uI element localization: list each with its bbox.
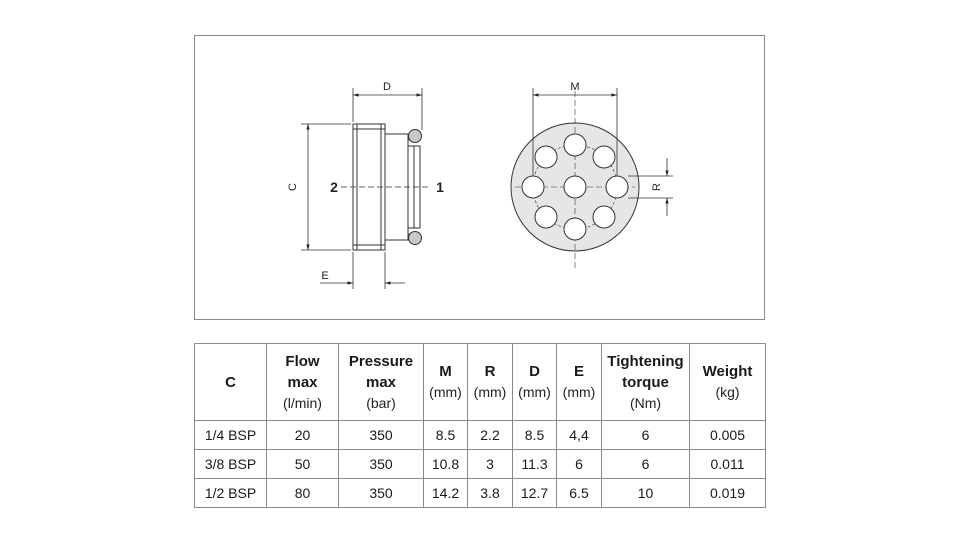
header-c: C — [194, 343, 267, 421]
dimension-D-label: D — [383, 81, 391, 93]
dimension-E-label: E — [321, 270, 328, 282]
header-weight: Weight (kg) — [689, 343, 766, 421]
cell-c: 3/8 BSP — [194, 449, 267, 479]
dimension-D — [352, 88, 423, 130]
cell-flow: 20 — [266, 420, 339, 450]
header-flow-max: Flow max (l/min) — [266, 343, 339, 421]
dimension-C — [301, 123, 351, 251]
cell-d: 12.7 — [512, 478, 557, 508]
specification-table: C Flow max (l/min) Pressure max (bar) M … — [194, 343, 766, 508]
cell-r: 3.8 — [467, 478, 513, 508]
side-view — [341, 123, 431, 251]
o-ring-bottom — [408, 231, 422, 245]
cell-d: 8.5 — [512, 420, 557, 450]
dimension-R — [628, 158, 673, 216]
cell-pressure: 350 — [338, 449, 424, 479]
cell-e: 4,4 — [556, 420, 602, 450]
cell-d: 11.3 — [512, 449, 557, 479]
cell-pressure: 350 — [338, 478, 424, 508]
cell-weight: 0.011 — [689, 449, 766, 479]
hole — [521, 175, 545, 199]
header-e: E (mm) — [556, 343, 602, 421]
dimension-E — [320, 252, 405, 289]
table-row: 1/4 BSP 20 350 8.5 2.2 8.5 4,4 6 0.005 — [194, 420, 766, 450]
hole — [592, 205, 616, 229]
cell-m: 10.8 — [423, 449, 468, 479]
cell-r: 3 — [467, 449, 513, 479]
cell-m: 14.2 — [423, 478, 468, 508]
cell-flow: 80 — [266, 478, 339, 508]
hole — [592, 145, 616, 169]
hole — [563, 175, 587, 199]
dimension-M-label: M — [570, 81, 579, 93]
port-label-outlet: 1 — [436, 179, 444, 195]
technical-drawing: D C E 2 1 — [194, 35, 765, 320]
cell-r: 2.2 — [467, 420, 513, 450]
cell-weight: 0.019 — [689, 478, 766, 508]
header-m: M (mm) — [423, 343, 468, 421]
cell-e: 6.5 — [556, 478, 602, 508]
table-header-row: C Flow max (l/min) Pressure max (bar) M … — [194, 343, 766, 421]
hole — [534, 205, 558, 229]
front-view — [510, 91, 640, 268]
cell-weight: 0.005 — [689, 420, 766, 450]
cell-flow: 50 — [266, 449, 339, 479]
port-label-inlet: 2 — [330, 179, 338, 195]
o-ring-top — [408, 129, 422, 143]
header-pressure-max: Pressure max (bar) — [338, 343, 424, 421]
table-row: 3/8 BSP 50 350 10.8 3 11.3 6 6 0.011 — [194, 449, 766, 479]
cell-pressure: 350 — [338, 420, 424, 450]
header-tightening-torque: Tightening torque (Nm) — [601, 343, 690, 421]
dimension-M — [532, 88, 618, 176]
dimension-C-label: C — [287, 183, 299, 191]
cell-c: 1/2 BSP — [194, 478, 267, 508]
cell-torque: 10 — [601, 478, 690, 508]
cell-torque: 6 — [601, 449, 690, 479]
cell-c: 1/4 BSP — [194, 420, 267, 450]
hole — [534, 145, 558, 169]
header-d: D (mm) — [512, 343, 557, 421]
cell-m: 8.5 — [423, 420, 468, 450]
dimension-R-label: R — [651, 183, 663, 191]
cell-torque: 6 — [601, 420, 690, 450]
table-row: 1/2 BSP 80 350 14.2 3.8 12.7 6.5 10 0.01… — [194, 478, 766, 508]
cell-e: 6 — [556, 449, 602, 479]
hole — [605, 175, 629, 199]
header-r: R (mm) — [467, 343, 513, 421]
hole — [563, 133, 587, 157]
drawing-svg: D C E 2 1 — [287, 81, 673, 289]
hole — [563, 217, 587, 241]
